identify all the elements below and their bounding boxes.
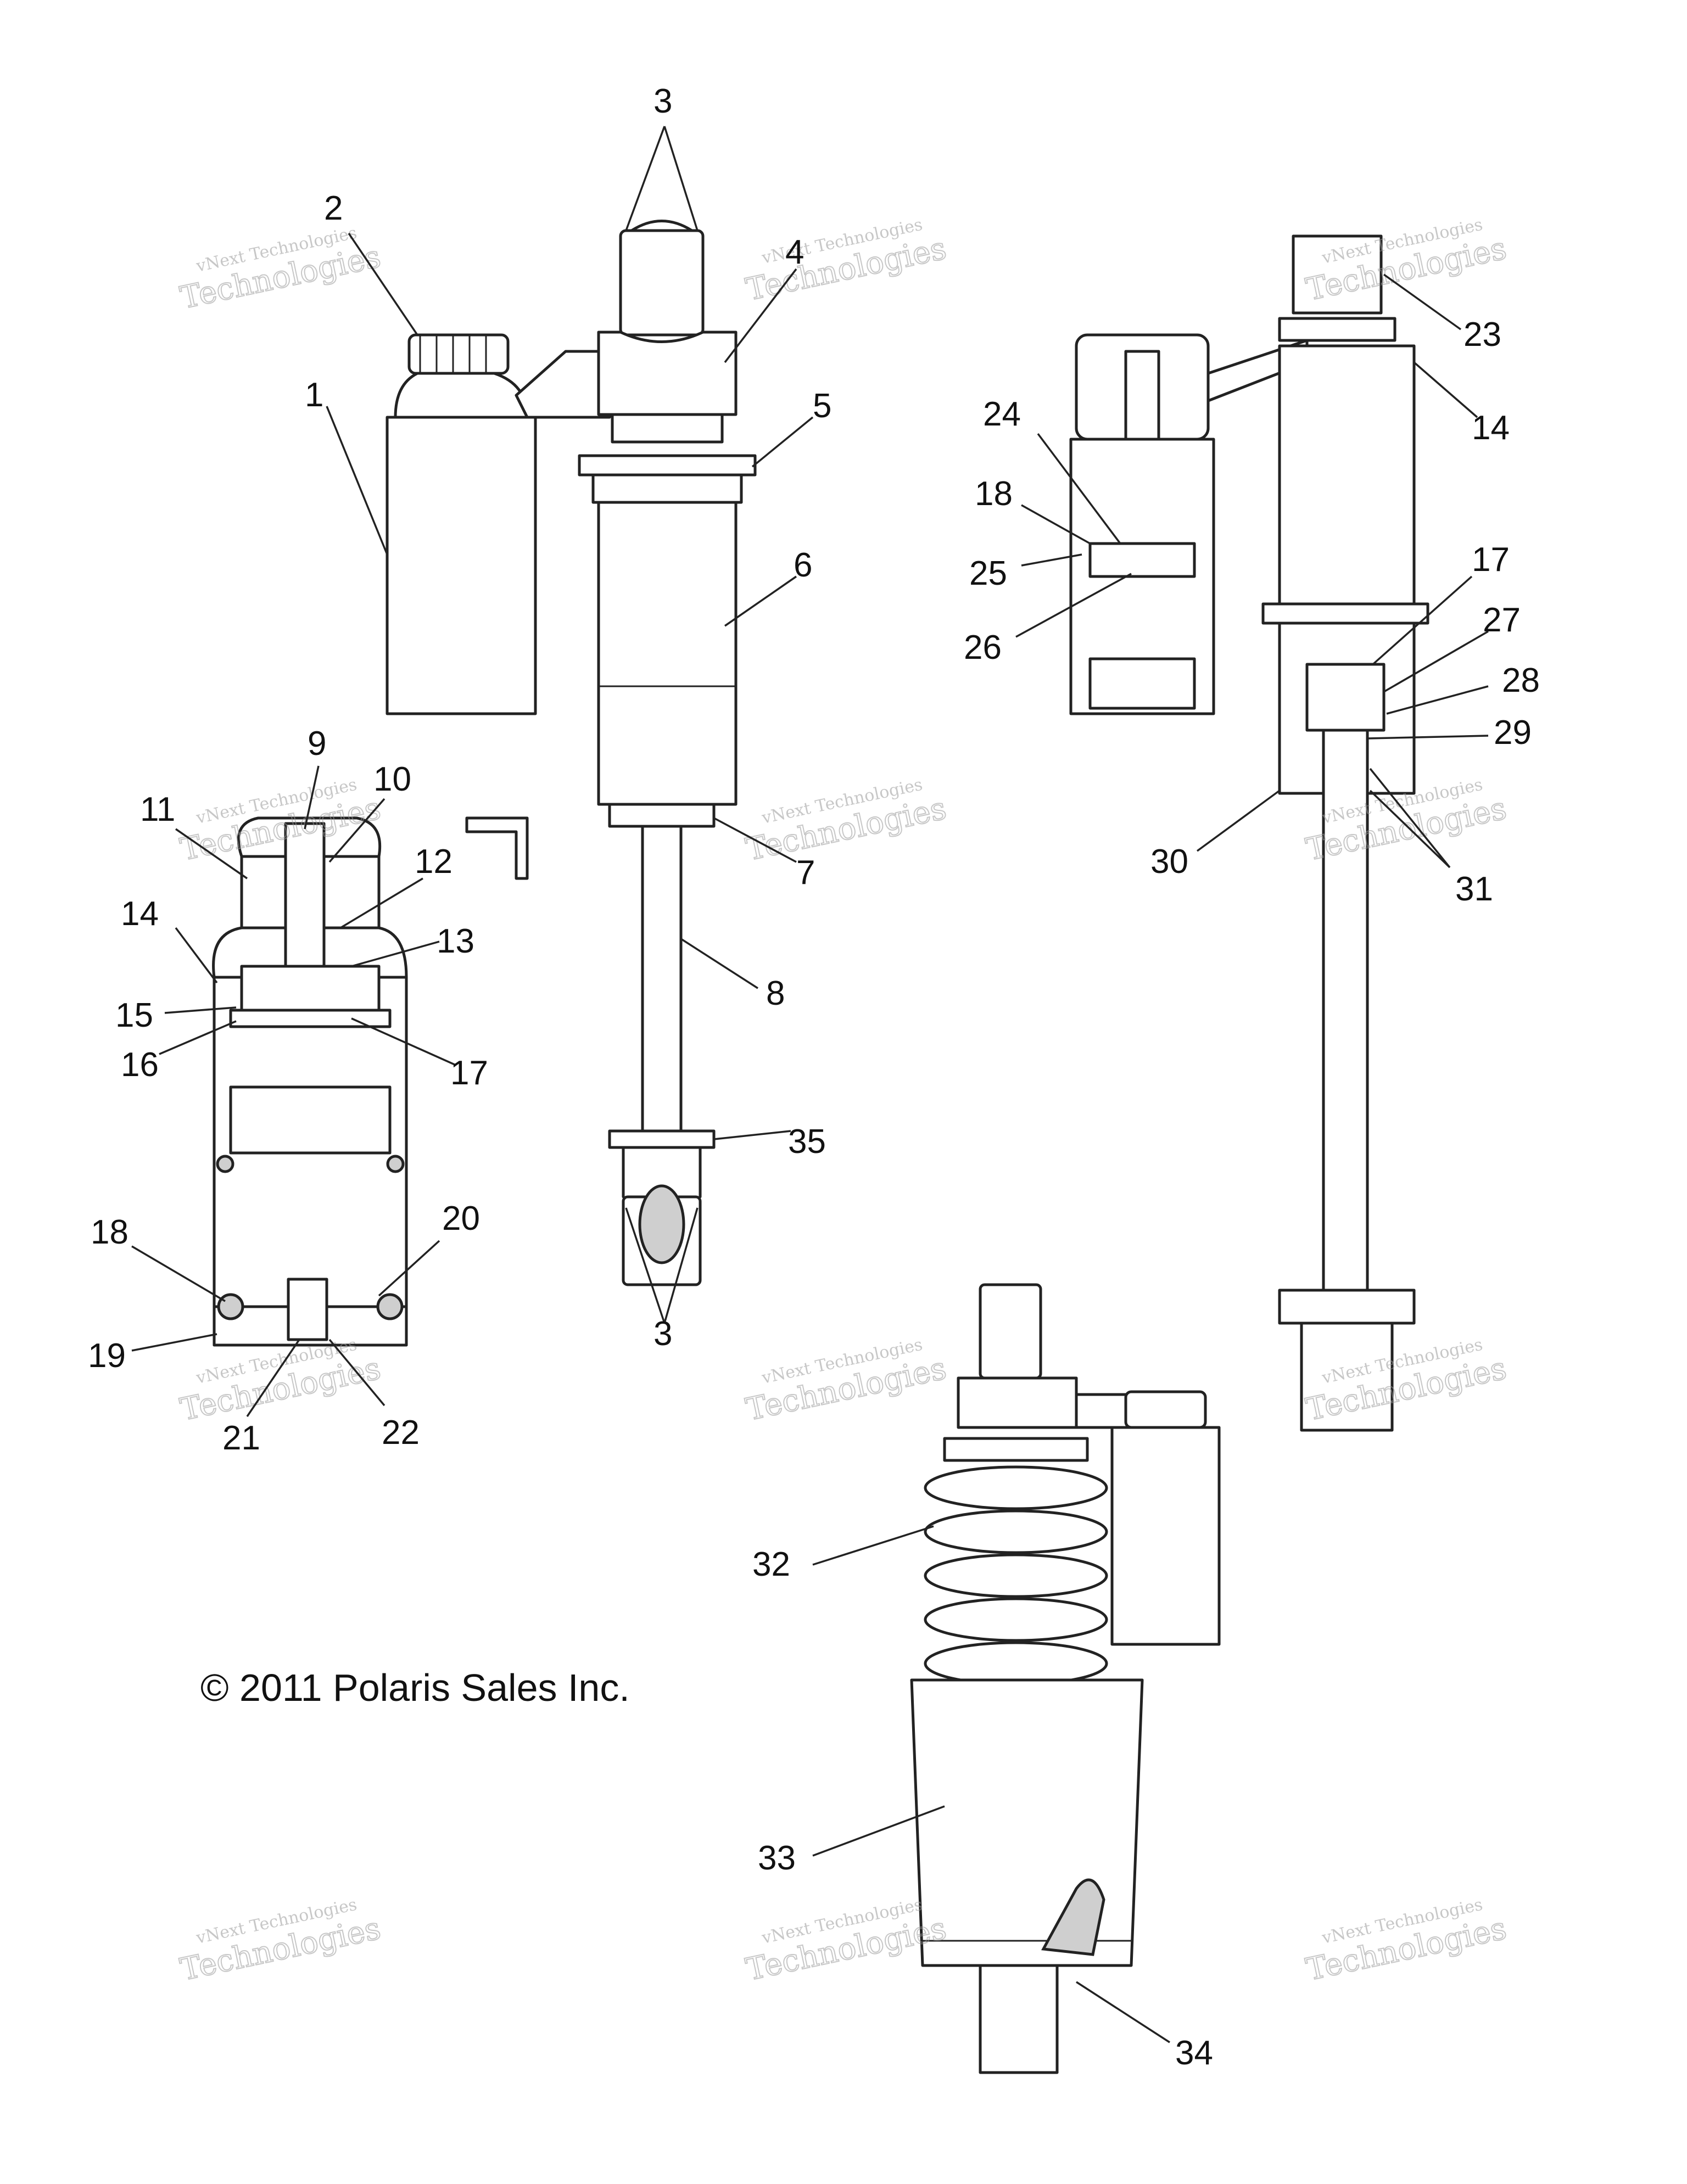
- callout-6: 6: [794, 546, 812, 584]
- callout-26: 26: [964, 629, 1002, 667]
- callout-numbers: 1 2 3 3 4 5 6 7 8 9 10 11 12 13 14 14 15…: [88, 82, 1540, 2072]
- collar-ring: [591, 473, 743, 504]
- spring-retainer: [943, 1437, 1089, 1462]
- callout-5: 5: [813, 387, 831, 425]
- callout-19: 19: [88, 1337, 126, 1375]
- callout-33: 33: [758, 1839, 796, 1877]
- leader-lines: [131, 126, 1489, 2043]
- assembly-body-head: [957, 1376, 1078, 1429]
- adjuster-piston: [240, 965, 381, 1012]
- assembly-reservoir-cap: [1124, 1390, 1207, 1429]
- shock-body-neck: [611, 413, 724, 444]
- callout-27: 27: [1483, 601, 1521, 639]
- shock-body-head: [597, 331, 738, 416]
- clip-bracket: [465, 816, 529, 880]
- callout-17-left: 17: [450, 1054, 488, 1092]
- preload-collar: [578, 454, 757, 477]
- callout-32: 32: [752, 1545, 790, 1583]
- callout-4: 4: [785, 233, 804, 271]
- callout-35: 35: [788, 1123, 826, 1161]
- main-shock-assembly: [386, 220, 757, 1286]
- schrader-valve: [287, 1278, 328, 1341]
- shock-body-tube: [597, 501, 738, 806]
- copyright-notice: © 2011 Polaris Sales Inc.: [200, 1666, 630, 1709]
- shock-cross-section: [1069, 234, 1429, 1432]
- callout-7: 7: [796, 854, 815, 892]
- complete-shock-with-spring: [910, 1283, 1221, 2074]
- callout-18-left: 18: [91, 1213, 129, 1251]
- callout-13: 13: [437, 922, 474, 960]
- reservoir-body: [386, 416, 537, 715]
- boot-cutaway: [1041, 1878, 1105, 1956]
- section-top-eyelet: [1292, 234, 1383, 315]
- section-bottom-eyelet: [1300, 1321, 1394, 1432]
- callout-24: 24: [983, 395, 1021, 433]
- callout-31: 31: [1455, 870, 1493, 908]
- coil-spring: [924, 1465, 1108, 1686]
- callout-21: 21: [222, 1419, 260, 1457]
- callout-10: 10: [373, 760, 411, 798]
- assembly-top-eyelet: [979, 1283, 1042, 1380]
- callout-15: 15: [115, 996, 153, 1034]
- section-shaft: [1322, 729, 1369, 1314]
- callout-18-right: 18: [975, 475, 1013, 513]
- callout-17-right: 17: [1472, 541, 1510, 579]
- callout-14-right: 14: [1472, 409, 1510, 447]
- callout-28: 28: [1502, 662, 1540, 699]
- reservoir-cross-section: [212, 816, 529, 1347]
- callout-20: 20: [442, 1200, 480, 1237]
- callout-3-top: 3: [653, 82, 672, 120]
- bumper-washer: [608, 1129, 716, 1149]
- callout-1: 1: [305, 376, 323, 414]
- callout-22: 22: [382, 1414, 420, 1452]
- reservoir-cap: [407, 333, 510, 375]
- shaft: [641, 825, 683, 1133]
- assembly-bottom-eyelet: [979, 1964, 1059, 2074]
- assembly-reservoir: [1110, 1426, 1221, 1646]
- callout-9: 9: [308, 725, 326, 763]
- top-eyelet: [619, 229, 705, 337]
- section-main-piston: [1305, 663, 1386, 732]
- protective-boot: [910, 1678, 1144, 1967]
- callout-12: 12: [415, 843, 453, 881]
- callout-3-bottom: 3: [653, 1315, 672, 1353]
- floating-piston: [229, 1085, 392, 1155]
- callout-23: 23: [1463, 316, 1501, 354]
- seal-head: [608, 803, 716, 828]
- callout-2: 2: [324, 189, 343, 227]
- callout-30: 30: [1150, 843, 1188, 881]
- section-floating-piston: [1088, 542, 1196, 578]
- callout-8: 8: [766, 975, 785, 1012]
- callout-16: 16: [121, 1046, 159, 1084]
- callout-11: 11: [140, 791, 175, 828]
- reservoir-neck: [394, 372, 529, 419]
- callout-25: 25: [969, 555, 1007, 592]
- callout-29: 29: [1494, 714, 1532, 752]
- callout-34: 34: [1175, 2034, 1213, 2072]
- reservoir-bridge: [515, 350, 611, 419]
- callout-14-left: 14: [121, 895, 159, 933]
